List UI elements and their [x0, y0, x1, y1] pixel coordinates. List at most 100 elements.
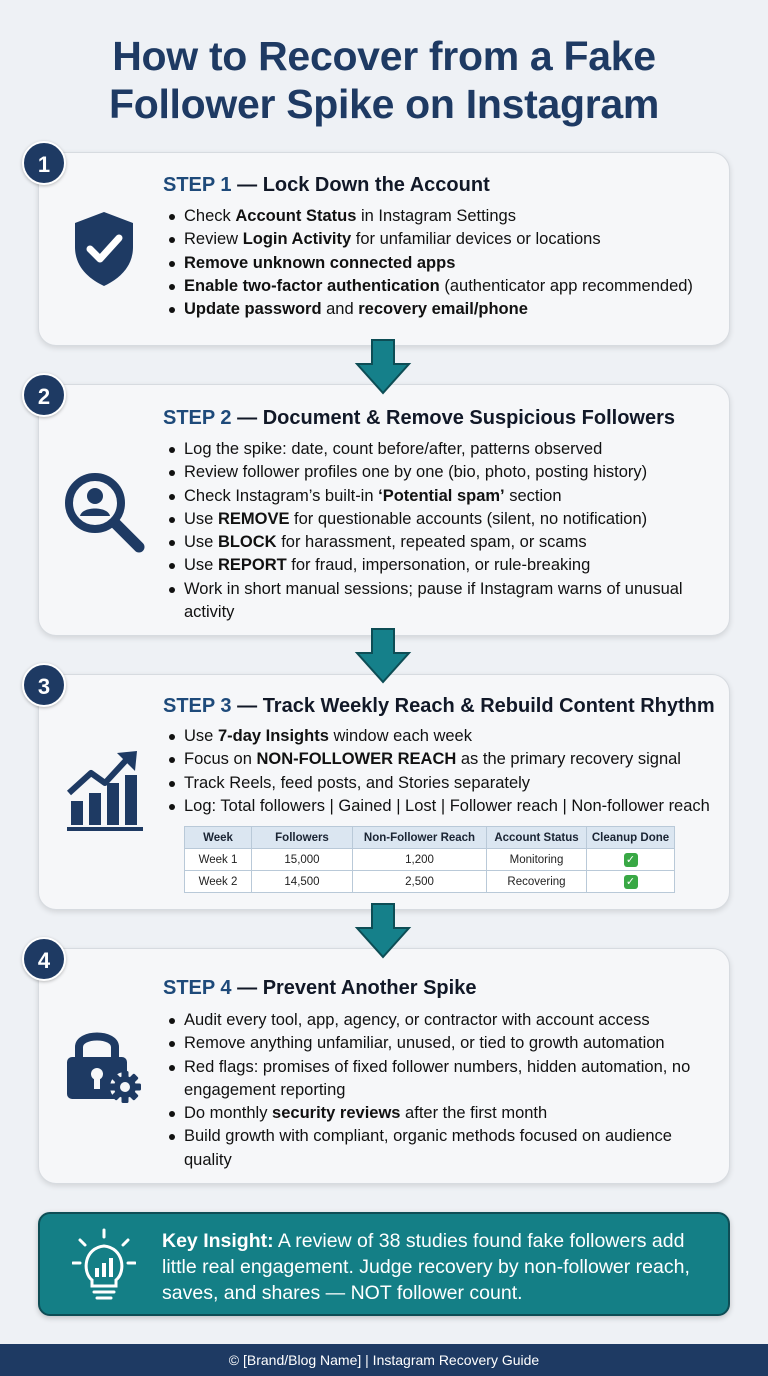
- text: Review: [184, 230, 243, 249]
- bullet-item: Review follower profiles one by one (bio…: [167, 461, 707, 484]
- table-cell: 15,000: [251, 848, 353, 871]
- magnifier-user-icon: [65, 473, 145, 553]
- text: (authenticator app recommended): [439, 276, 693, 295]
- bold-text: Account Status: [235, 207, 357, 225]
- key-insight-box: Key Insight: A review of 38 studies foun…: [38, 1212, 730, 1316]
- table-cell: ✓: [586, 870, 675, 893]
- lock-gear-icon: [67, 1032, 141, 1103]
- tracking-table: Week Followers Non-Follower Reach Accoun…: [184, 826, 675, 893]
- table-cell: Week 2: [184, 870, 252, 893]
- step-4-bullets: Audit every tool, app, agency, or contra…: [167, 1009, 707, 1172]
- bullet-item: Do monthly security reviews after the fi…: [167, 1102, 707, 1125]
- bullet-item: Log: Total followers | Gained | Lost | F…: [167, 795, 710, 818]
- bold-text: REPORT: [217, 556, 287, 575]
- key-insight-text: Key Insight: A review of 38 studies foun…: [162, 1228, 718, 1306]
- text: Log the spike: date, count before/after,…: [184, 440, 603, 458]
- text: Work in short manual sessions; pause if …: [184, 579, 683, 622]
- bullet-item: Audit every tool, app, agency, or contra…: [167, 1009, 707, 1032]
- bullet-item: Work in short manual sessions; pause if …: [167, 578, 707, 625]
- bold-text: 7-day Insights: [217, 727, 329, 745]
- text: and: [321, 300, 359, 319]
- text: Build growth with compliant, organic met…: [184, 1127, 672, 1169]
- table-header-cell: Non-Follower Reach: [352, 826, 487, 849]
- table-row: Week 1 15,000 1,200 Monitoring ✓: [184, 848, 675, 871]
- text: Check Instagram’s built-in: [184, 486, 379, 505]
- text: Focus on: [184, 750, 257, 769]
- checkmark-icon: ✓: [623, 874, 638, 889]
- step-2-card: STEP 2 — Document & Remove Suspicious Fo…: [38, 384, 730, 636]
- text: Use: [184, 509, 218, 528]
- step-1-number: 1: [22, 141, 66, 185]
- table-header-row: Week Followers Non-Follower Reach Accoun…: [184, 826, 675, 849]
- step-2-dash: —: [231, 407, 263, 429]
- step-4-label: STEP 4: [163, 977, 232, 999]
- page-title: How to Recover from a Fake Follower Spik…: [0, 32, 768, 128]
- bold-text: NON-FOLLOWER REACH: [256, 750, 457, 769]
- step-4-title: STEP 4 — Prevent Another Spike: [163, 977, 476, 1000]
- bullet-item: Red flags: promises of fixed follower nu…: [167, 1056, 707, 1103]
- title-line-1: How to Recover from a Fake: [112, 33, 656, 79]
- text: Review follower profiles one by one (bio…: [184, 463, 648, 482]
- bullet-item: Log the spike: date, count before/after,…: [167, 438, 707, 461]
- text: Check: [184, 207, 236, 225]
- checkmark-icon: ✓: [623, 852, 638, 867]
- text: after the first month: [400, 1104, 548, 1123]
- bullet-item: Focus on NON-FOLLOWER REACH as the prima…: [167, 748, 710, 771]
- table-cell: Week 1: [184, 848, 252, 871]
- text: Red flags: promises of fixed follower nu…: [184, 1057, 691, 1099]
- bullet-item: Check Account Status in Instagram Settin…: [167, 205, 693, 228]
- step-3-number: 3: [22, 663, 66, 707]
- bold-text: Login Activity: [242, 230, 352, 249]
- bold-text: ‘Potential spam’: [378, 486, 505, 505]
- bullet-item: Update password and recovery email/phone: [167, 298, 693, 321]
- bullet-item: Use 7-day Insights window each week: [167, 725, 710, 748]
- bullet-item: Enable two-factor authentication (authen…: [167, 275, 693, 298]
- step-2-label: STEP 2: [163, 407, 232, 429]
- down-arrow-icon: [354, 628, 412, 684]
- bold-text: Remove unknown connected apps: [184, 253, 456, 272]
- bullet-item: Remove unknown connected apps: [167, 252, 693, 275]
- step-3-dash: —: [231, 695, 263, 717]
- down-arrow-icon: [354, 339, 412, 395]
- table-cell: 14,500: [251, 870, 353, 893]
- step-2-title: STEP 2 — Document & Remove Suspicious Fo…: [163, 407, 675, 430]
- table-cell: 1,200: [352, 848, 487, 871]
- step-4-number: 4: [22, 937, 66, 981]
- step-4-card: STEP 4 — Prevent Another Spike Audit eve…: [38, 948, 730, 1184]
- text: Log: Total followers | Gained | Lost | F…: [184, 796, 710, 815]
- bullet-item: Use REPORT for fraud, impersonation, or …: [167, 554, 707, 577]
- bold-text: BLOCK: [217, 533, 277, 552]
- bullet-item: Check Instagram’s built-in ‘Potential sp…: [167, 485, 707, 508]
- step-1-dash: —: [231, 174, 263, 196]
- bullet-item: Use BLOCK for harassment, repeated spam,…: [167, 531, 707, 554]
- text: Remove anything unfamiliar, unused, or t…: [184, 1034, 665, 1053]
- table-header-cell: Week: [184, 826, 252, 849]
- text: for questionable accounts (silent, no no…: [289, 509, 648, 528]
- bullet-item: Review Login Activity for unfamiliar dev…: [167, 228, 693, 251]
- text: Do monthly: [184, 1104, 273, 1123]
- bullet-item: Build growth with compliant, organic met…: [167, 1125, 707, 1172]
- step-1-card: STEP 1 — Lock Down the Account Check Acc…: [38, 152, 730, 346]
- text: as the primary recovery signal: [456, 750, 681, 769]
- text: for harassment, repeated spam, or scams: [276, 533, 587, 552]
- shield-check-icon: [75, 212, 133, 286]
- text: for fraud, impersonation, or rule-breaki…: [286, 556, 591, 575]
- title-line-2: Follower Spike on Instagram: [108, 81, 660, 127]
- table-header-cell: Cleanup Done: [586, 826, 675, 849]
- table-header-cell: Account Status: [486, 826, 587, 849]
- down-arrow-icon: [354, 903, 412, 959]
- table-cell: 2,500: [352, 870, 487, 893]
- step-3-heading: Track Weekly Reach & Rebuild Content Rhy…: [262, 695, 715, 717]
- bold-text: Enable two-factor authentication: [184, 276, 440, 295]
- step-2-number: 2: [22, 373, 66, 417]
- step-3-title: STEP 3 — Track Weekly Reach & Rebuild Co…: [163, 695, 715, 718]
- text: Track Reels, feed posts, and Stories sep…: [184, 773, 531, 792]
- bullet-item: Use REMOVE for questionable accounts (si…: [167, 508, 707, 531]
- text: for unfamiliar devices or locations: [351, 230, 601, 249]
- lightbulb-icon: [72, 1228, 136, 1300]
- table-cell: Monitoring: [486, 848, 587, 871]
- text: Use: [184, 727, 218, 745]
- table-header-cell: Followers: [251, 826, 353, 849]
- key-insight-body: A review of 38 studies found fake follow…: [162, 1230, 690, 1304]
- step-2-heading: Document & Remove Suspicious Followers: [262, 407, 675, 429]
